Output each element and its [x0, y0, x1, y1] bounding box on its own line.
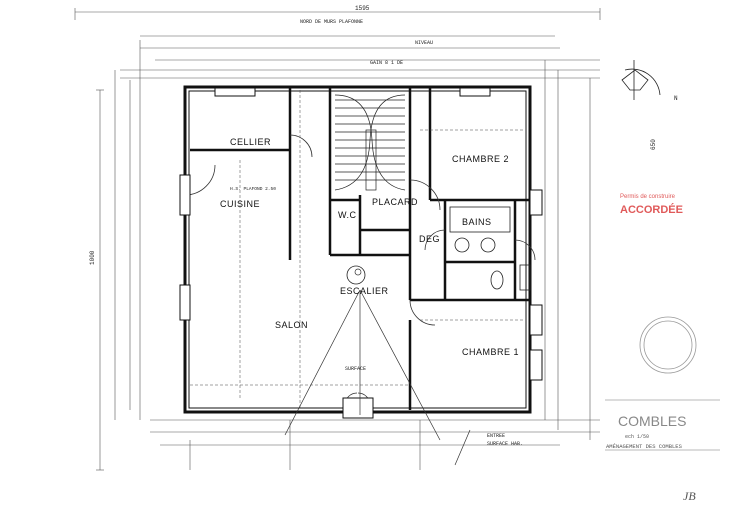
room-bains: BAINS — [462, 217, 492, 227]
dashed-lines — [190, 90, 525, 410]
room-cuisine: CUISINE — [220, 199, 260, 209]
stamp-line-2: ACCORDÉE — [620, 203, 683, 216]
dim-left-height: 1000 — [89, 250, 96, 265]
interior-walls — [190, 88, 530, 410]
dimension-lines — [74, 8, 601, 471]
stamp-line-1: Permis de construire — [620, 194, 676, 200]
entrance-triangle — [284, 268, 471, 466]
room-cellier: CELLIER — [230, 137, 271, 147]
room-chambre-2: CHAMBRE 2 — [452, 154, 509, 164]
room-degt: DEG — [419, 234, 440, 244]
title-sub: AMÉNAGEMENT DES COMBLES — [606, 443, 683, 450]
stamp-circle — [639, 316, 697, 374]
note-entry: ENTREE — [487, 433, 505, 439]
outer-walls — [183, 85, 532, 414]
dim-small-1: GAIN 8 1 DE — [370, 60, 403, 66]
dim-overall-width: 1595 — [355, 5, 370, 12]
note-hauteur: H.S. PLAFOND 2.50 — [230, 186, 276, 192]
dim-small-2: NIVEAU — [415, 40, 433, 46]
title-main: COMBLES — [618, 413, 686, 429]
room-escalier: ESCALIER — [340, 286, 389, 296]
north-label: N — [674, 95, 678, 102]
signature: JB — [683, 489, 696, 503]
title-scale: ech 1/50 — [625, 434, 649, 440]
title-block — [605, 399, 720, 451]
windows — [179, 87, 543, 419]
room-chambre-1: CHAMBRE 1 — [462, 347, 519, 357]
note-entry-sub: SURFACE HAB. — [487, 441, 523, 447]
note-surface: SURFACE — [345, 366, 366, 372]
room-placard: PLACARD — [372, 197, 418, 207]
bathroom-fixtures — [346, 206, 531, 291]
dim-top-note: NORD DE MURS PLAFONNE — [300, 19, 363, 25]
dim-right-height: 650 — [650, 139, 657, 150]
room-wc: W.C — [338, 210, 357, 220]
staircase — [334, 94, 406, 191]
north-arrow-icon — [621, 60, 661, 100]
room-salon: SALON — [275, 320, 308, 330]
